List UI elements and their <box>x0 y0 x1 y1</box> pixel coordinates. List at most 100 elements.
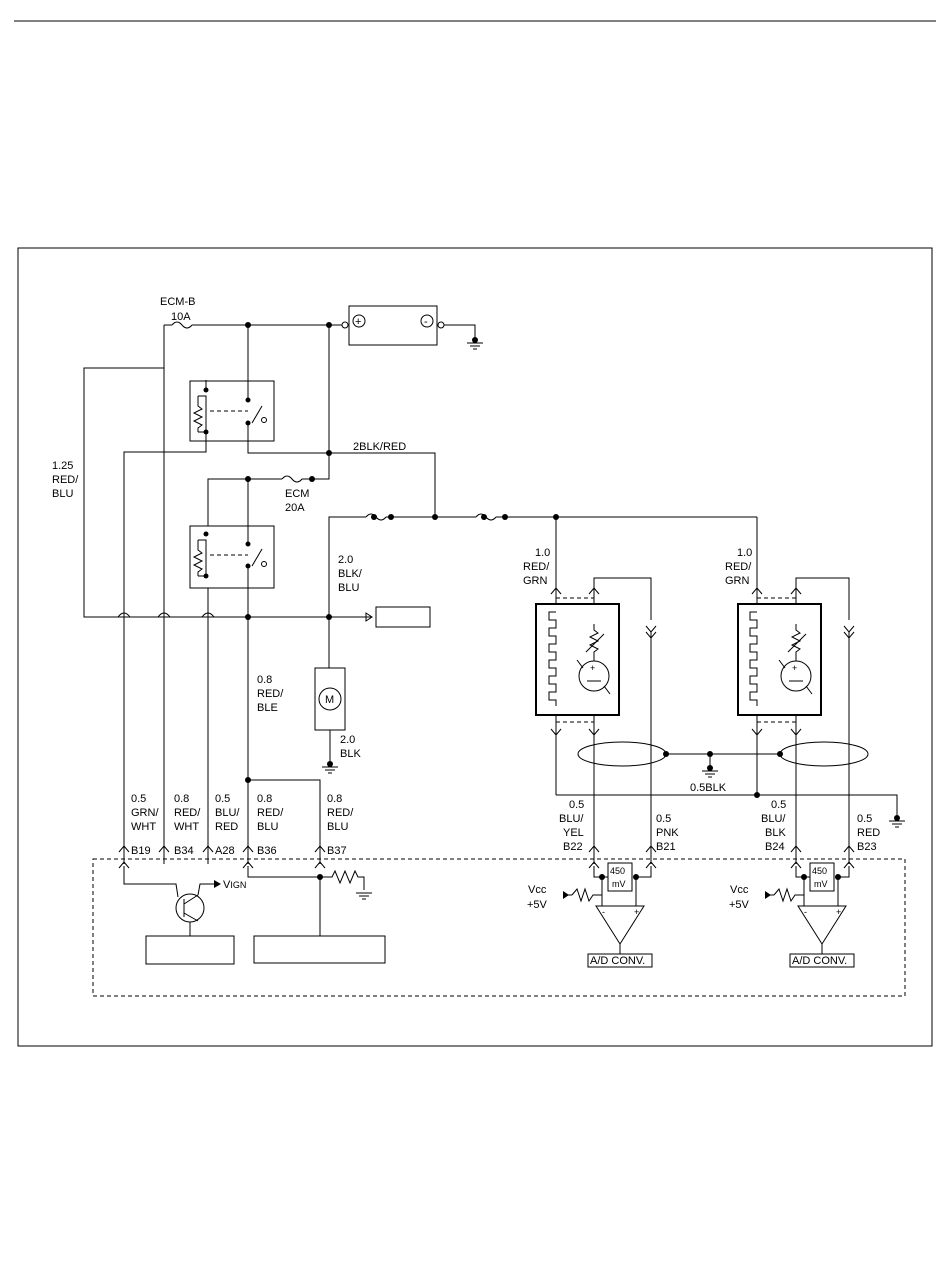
svg-text:+: + <box>792 663 797 673</box>
ecm-connector-b22: 0.5 BLU/ YEL B22 <box>559 799 584 853</box>
svg-text:-: - <box>804 907 807 917</box>
svg-text:0.5: 0.5 <box>569 799 584 811</box>
wire-label-sensor2-2: RED/ <box>725 561 752 573</box>
wire-label-sensor1-2: RED/ <box>523 561 550 573</box>
ecm-connector-a28: 0.5 BLU/ RED A28 <box>215 793 240 857</box>
motor-symbol: M <box>325 694 334 706</box>
svg-text:0.5: 0.5 <box>771 799 786 811</box>
svg-text:B37: B37 <box>327 845 347 857</box>
ecm-connector-b21: 0.5 PNK B21 <box>656 813 679 853</box>
wire-label-sensor1-1: 1.0 <box>535 547 550 559</box>
svg-text:+5V: +5V <box>527 899 548 911</box>
connector-box <box>375 606 431 628</box>
ecm-driver-block <box>145 935 235 965</box>
svg-text:+: + <box>590 663 595 673</box>
svg-text:0.5: 0.5 <box>131 793 146 805</box>
svg-text:RED/: RED/ <box>327 807 354 819</box>
svg-text:Vcc: Vcc <box>730 884 749 896</box>
wire-label-sensor2-3: GRN <box>725 575 750 587</box>
wire-label-fan-gnd-1: 2.0 <box>340 734 355 746</box>
svg-text:PNK: PNK <box>656 827 679 839</box>
svg-text:A/D CONV.: A/D CONV. <box>590 955 645 967</box>
svg-text:RED: RED <box>857 827 880 839</box>
ground-icon <box>356 892 372 900</box>
oxygen-sensor-1: + <box>535 597 620 723</box>
svg-text:B22: B22 <box>563 841 583 853</box>
shield-1 <box>577 741 667 767</box>
svg-text:B19: B19 <box>131 845 151 857</box>
svg-text:0.5: 0.5 <box>857 813 872 825</box>
adc-circuit-2: 450 mV - + Vcc +5V A/D CONV. <box>729 862 855 968</box>
connector-arrows <box>118 845 326 869</box>
ecm-connector-b23: 0.5 RED B23 <box>857 813 880 853</box>
svg-text:BLU/: BLU/ <box>559 813 584 825</box>
svg-text:+5V: +5V <box>729 899 750 911</box>
svg-text:0.8: 0.8 <box>327 793 342 805</box>
svg-text:B24: B24 <box>765 841 785 853</box>
main-relay <box>189 380 275 442</box>
svg-text:BLU: BLU <box>257 821 278 833</box>
svg-text:B36: B36 <box>257 845 277 857</box>
wire-label-left-2: RED/ <box>52 474 79 486</box>
svg-text:BLU: BLU <box>327 821 348 833</box>
oxygen-sensor-2: + <box>737 597 822 723</box>
fuse-ecm-name: ECM <box>285 488 309 500</box>
svg-text:0.8: 0.8 <box>174 793 189 805</box>
ground-icon <box>889 815 905 828</box>
ecm-connector-b34: 0.8 RED/ WHT B34 <box>174 793 201 857</box>
ecm-module-boundary <box>92 858 906 997</box>
svg-text:Vcc: Vcc <box>528 884 547 896</box>
svg-text:+: + <box>836 907 841 917</box>
fuse-ecm-b-name: ECM-B <box>160 296 195 308</box>
ground-icon <box>322 761 338 774</box>
ecm-connector-b36: 0.8 RED/ BLU B36 <box>257 793 284 857</box>
svg-text:BLK: BLK <box>765 827 786 839</box>
fuse-ecm-rating: 20A <box>285 502 305 514</box>
wire-label-fan-gnd-2: BLK <box>340 748 361 760</box>
svg-text:GRN/: GRN/ <box>131 807 159 819</box>
svg-text:mV: mV <box>612 879 626 889</box>
wire-label-sensor1-3: GRN <box>523 575 548 587</box>
wire-label-relay-out-3: BLE <box>257 702 278 714</box>
svg-text:WHT: WHT <box>131 821 156 833</box>
battery-minus-label: - <box>424 316 428 328</box>
wire-label-left-3: BLU <box>52 488 73 500</box>
ground-icon <box>467 337 483 350</box>
wire-label-fan-1: 2.0 <box>338 554 353 566</box>
wire-label-left-1: 1.25 <box>52 460 73 472</box>
shield-2 <box>779 741 869 767</box>
ecm-connector-b19: 0.5 GRN/ WHT B19 <box>131 793 159 857</box>
svg-text:B23: B23 <box>857 841 877 853</box>
svg-text:WHT: WHT <box>174 821 199 833</box>
vign-label: VIGN <box>223 879 246 891</box>
svg-text:A/D CONV.: A/D CONV. <box>792 955 847 967</box>
battery-plus-label: + <box>355 316 361 328</box>
fan-motor: M <box>314 667 346 731</box>
svg-text:A28: A28 <box>215 845 235 857</box>
svg-text:B21: B21 <box>656 841 676 853</box>
ecm-connector-b37: 0.8 RED/ BLU B37 <box>327 793 354 857</box>
svg-text:B34: B34 <box>174 845 194 857</box>
svg-text:YEL: YEL <box>563 827 584 839</box>
wire-label-fan-2: BLK/ <box>338 568 363 580</box>
wire-label-relay-out-1: 0.8 <box>257 674 272 686</box>
svg-text:0.8: 0.8 <box>257 793 272 805</box>
svg-text:450: 450 <box>610 866 625 876</box>
svg-text:RED/: RED/ <box>174 807 201 819</box>
svg-text:-: - <box>602 907 605 917</box>
fuse-ecm-b-rating: 10A <box>171 311 191 323</box>
svg-text:+: + <box>634 907 639 917</box>
wire-label-main-feed: 2BLK/RED <box>353 441 406 453</box>
svg-text:mV: mV <box>814 879 828 889</box>
wire-label-relay-out-2: RED/ <box>257 688 284 700</box>
ecm-monitor-block <box>253 935 386 964</box>
ground-icon <box>702 765 718 778</box>
diagram-frame <box>17 247 933 1047</box>
svg-text:BLU/: BLU/ <box>215 807 240 819</box>
wire-label-sensor2-1: 1.0 <box>737 547 752 559</box>
wire-label-shield-ground: 0.5BLK <box>690 782 727 794</box>
svg-text:RED: RED <box>215 821 238 833</box>
fuse-ecm-b-icon <box>171 321 193 329</box>
svg-text:BLU/: BLU/ <box>761 813 786 825</box>
